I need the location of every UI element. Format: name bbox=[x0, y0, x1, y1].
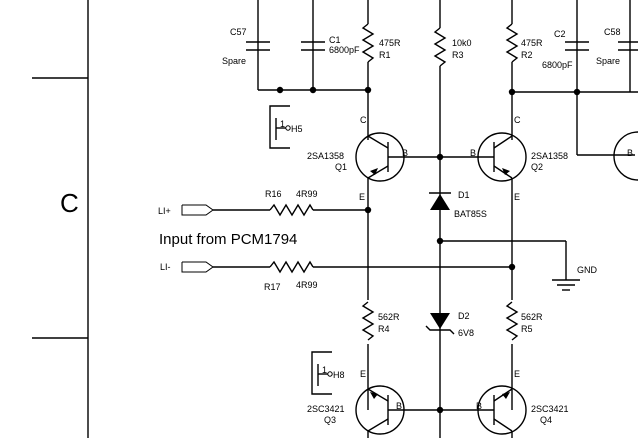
junction-dot bbox=[436, 153, 444, 161]
pin-label-c: C bbox=[514, 115, 521, 125]
resistor-r4: 562R R4 bbox=[361, 300, 400, 344]
transistor-part: 2SC3421 bbox=[307, 404, 345, 414]
gnd-label: GND bbox=[577, 265, 598, 275]
resistor-ref: R2 bbox=[521, 50, 533, 60]
pin-label-e: E bbox=[514, 369, 520, 379]
header-h8: 1 H8 bbox=[311, 351, 345, 395]
resistor-ref: R16 bbox=[265, 189, 282, 199]
junction-dot bbox=[309, 86, 317, 94]
resistor-r17: R17 4R99 bbox=[264, 260, 512, 292]
transistor-q1: C B E 2SA1358 Q1 bbox=[307, 115, 440, 410]
zone-letter: C bbox=[60, 188, 79, 218]
resistor-value: 562R bbox=[378, 312, 400, 322]
capacitor-value: Spare bbox=[596, 56, 620, 66]
diode-value: 6V8 bbox=[458, 328, 474, 338]
resistor-r2: 475R R2 bbox=[505, 0, 543, 140]
resistor-r16: R16 4R99 bbox=[265, 189, 368, 217]
junction-dot bbox=[436, 406, 444, 414]
capacitor-ref: C2 bbox=[554, 29, 566, 39]
capacitor-c57: C57 Spare bbox=[222, 27, 270, 66]
port-label: LI- bbox=[160, 262, 171, 272]
pin-label-e: E bbox=[514, 192, 520, 202]
header-pin: 1 bbox=[280, 119, 285, 129]
junction-dot bbox=[573, 88, 581, 96]
port-label: LI+ bbox=[158, 206, 171, 216]
input-port-li-minus: LI- bbox=[160, 261, 270, 273]
capacitor-ref: C1 bbox=[329, 35, 341, 45]
resistor-value: 10k0 bbox=[452, 38, 472, 48]
capacitor-value: 6800pF bbox=[329, 45, 360, 55]
resistor-value: 4R99 bbox=[296, 280, 318, 290]
pin-label-b: B bbox=[470, 148, 476, 158]
transistor-part: 2SA1358 bbox=[531, 151, 568, 161]
transistor-part: 2SA1358 bbox=[307, 151, 344, 161]
resistor-value: 562R bbox=[521, 312, 543, 322]
diode-ref: D2 bbox=[458, 311, 470, 321]
transistor-ref: Q4 bbox=[540, 415, 552, 425]
resistor-ref: R3 bbox=[452, 50, 464, 60]
pin-label-e: E bbox=[360, 369, 366, 379]
resistor-value: 4R99 bbox=[296, 189, 318, 199]
resistor-value: 475R bbox=[379, 38, 401, 48]
capacitor-value: 6800pF bbox=[542, 60, 573, 70]
diode-value: BAT85S bbox=[454, 209, 487, 219]
input-port-li-plus: LI+ bbox=[158, 204, 270, 216]
header-ref: H8 bbox=[333, 370, 345, 380]
capacitor-c1: C1 6800pF bbox=[301, 35, 360, 55]
header-pin: 1 bbox=[322, 365, 327, 375]
header-ref: H5 bbox=[291, 124, 303, 134]
pin-label-b: B bbox=[396, 401, 402, 411]
transistor-part: 2SC3421 bbox=[531, 404, 569, 414]
resistor-ref: R1 bbox=[379, 50, 391, 60]
resistor-ref: R4 bbox=[378, 324, 390, 334]
pin-label-c: C bbox=[360, 115, 367, 125]
resistor-ref: R5 bbox=[521, 324, 533, 334]
resistor-value: 475R bbox=[521, 38, 543, 48]
resistor-ref: R17 bbox=[264, 282, 281, 292]
transistor-partial: B bbox=[613, 131, 638, 181]
transistor-ref: Q1 bbox=[335, 162, 347, 172]
junction-dot bbox=[436, 237, 444, 245]
resistor-r5: 562R R5 bbox=[505, 300, 543, 344]
resistor-r1: 475R R1 bbox=[361, 0, 401, 140]
transistor-q2: C B E 2SA1358 Q2 bbox=[440, 115, 568, 410]
diode-ref: D1 bbox=[458, 190, 470, 200]
junction-dot bbox=[508, 263, 516, 271]
junction-dot bbox=[276, 86, 284, 94]
capacitor-c58: C58 Spare bbox=[596, 27, 638, 66]
gnd-net: GND bbox=[436, 237, 598, 291]
transistor-ref: Q2 bbox=[531, 162, 543, 172]
capacitor-ref: C58 bbox=[604, 27, 621, 37]
pin-label-b: B bbox=[476, 401, 482, 411]
diode-d1: D1 BAT85S bbox=[429, 190, 487, 219]
top-rails bbox=[257, 0, 638, 156]
caption: Input from PCM1794 bbox=[159, 231, 297, 248]
diode-d2: D2 6V8 bbox=[425, 311, 474, 338]
transistor-q3: E B 2SC3421 Q3 bbox=[307, 369, 440, 438]
capacitor-value: Spare bbox=[222, 56, 246, 66]
transistor-ref: Q3 bbox=[324, 415, 336, 425]
transistor-q4: E B 2SC3421 Q4 bbox=[440, 369, 569, 438]
junction-dot bbox=[364, 206, 372, 214]
pin-label-b: B bbox=[627, 148, 633, 158]
capacitor-ref: C57 bbox=[230, 27, 247, 37]
pin-label-e: E bbox=[359, 192, 365, 202]
pin-label-b: B bbox=[402, 148, 408, 158]
drawing-frame: C bbox=[32, 0, 89, 438]
header-h5: 1 H5 bbox=[269, 105, 303, 149]
resistor-r3: 10k0 R3 bbox=[433, 0, 472, 438]
capacitor-c2: C2 6800pF bbox=[542, 29, 589, 70]
